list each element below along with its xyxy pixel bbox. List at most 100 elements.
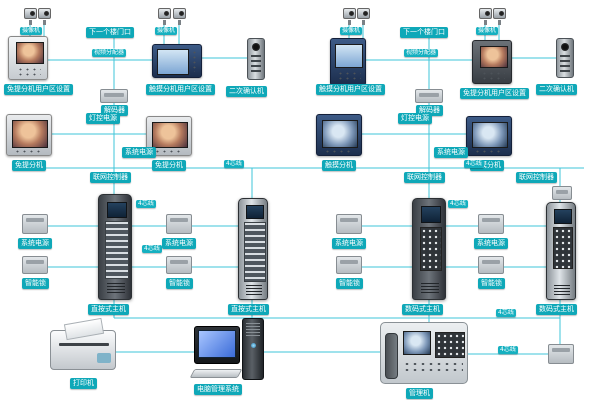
camera-lens-icon	[30, 11, 35, 16]
label-4core-wire: 4芯线	[498, 346, 518, 354]
label-touch-extension: 触摸分机	[322, 160, 356, 171]
host-speaker-grille	[107, 283, 125, 295]
door-speaker-grille	[560, 55, 570, 73]
camera-group-label: 摄像机	[155, 27, 178, 35]
monitor-buttons	[324, 149, 354, 155]
manager-handset	[385, 333, 398, 379]
label-decoder: 解码器	[101, 105, 128, 116]
label-confirm-station: 二次确认机	[536, 84, 577, 95]
smart-lock-box	[166, 256, 192, 274]
label-light-power: 灯控电源	[86, 113, 120, 124]
label-system-power: 系统电源	[18, 238, 52, 249]
door-host-digital	[412, 198, 446, 300]
indoor-monitor-handsfree	[146, 116, 192, 156]
decoder-box	[100, 89, 128, 103]
box-face	[340, 218, 358, 222]
label-4core-wire: 4芯线	[464, 160, 484, 168]
manager-keypad	[435, 332, 465, 358]
confirm-door-station	[556, 38, 574, 78]
label-handsfree-extension: 免提分机	[12, 160, 46, 171]
label-direct-host: 直按式主机	[228, 304, 269, 315]
host-button-panel	[105, 221, 129, 279]
camera-lens-icon	[179, 11, 184, 16]
host-screen	[107, 202, 127, 218]
pc-keyboard	[189, 369, 243, 378]
monitor-buttons	[337, 71, 361, 81]
camera-lens-icon	[499, 11, 504, 16]
label-touch-extension: 触摸分机	[470, 160, 504, 171]
camera-stand	[362, 20, 365, 25]
monitor-screen	[480, 46, 508, 68]
smart-lock-box	[336, 256, 362, 274]
label-network-controller: 联网控制器	[516, 172, 557, 183]
door-host-direct	[238, 198, 268, 300]
camera-stand	[498, 20, 501, 25]
box-face	[26, 218, 44, 222]
label-video-distributor: 视频分配器	[404, 49, 439, 57]
label-system-power: 系统电源	[474, 238, 508, 249]
smart-lock-box	[478, 256, 504, 274]
box-face	[556, 190, 568, 194]
smart-lock-box	[22, 256, 48, 274]
host-speaker-grille	[421, 283, 439, 295]
host-speaker-grille	[554, 285, 570, 296]
monitor-screen	[472, 122, 508, 148]
box-face	[552, 348, 570, 352]
host-keypad	[553, 227, 573, 269]
label-decoder: 解码器	[416, 105, 443, 116]
label-network-controller: 联网控制器	[404, 172, 445, 183]
camera-group-label: 摄像机	[340, 27, 363, 35]
label-manager-station: 管理机	[406, 388, 433, 399]
host-screen	[421, 206, 441, 223]
host-screen	[554, 209, 572, 224]
camera-lens-icon	[485, 11, 490, 16]
monitor-screen	[16, 42, 44, 64]
monitor-buttons	[474, 149, 504, 155]
monitor-buttons	[481, 71, 505, 80]
indoor-monitor-touch	[466, 116, 512, 156]
label-network-controller: 联网控制器	[90, 172, 131, 183]
label-system-power: 系统电源	[162, 238, 196, 249]
door-camera-lens-icon	[252, 43, 260, 51]
system-power-box	[166, 214, 192, 234]
label-printer: 打印机	[70, 378, 97, 389]
camera-stand	[163, 20, 166, 25]
label-pc-management: 电脑管理系统	[194, 384, 242, 395]
label-video-distributor: 视频分配器	[92, 49, 127, 57]
door-host-digital	[546, 202, 576, 300]
box-face	[170, 260, 188, 264]
camera-icon	[357, 8, 370, 25]
label-4core-wire: 4芯线	[142, 245, 162, 253]
label-smart-lock: 智能锁	[336, 278, 363, 289]
door-camera-lens-icon	[561, 43, 569, 51]
monitor-screen	[152, 122, 188, 148]
printer-device	[50, 317, 116, 370]
network-adapter-box	[548, 344, 574, 364]
label-touch-zone-setting: 触摸分机用户区设置	[146, 84, 215, 95]
camera-group-label: 摄像机	[476, 27, 499, 35]
monitor-screen	[157, 49, 189, 75]
label-smart-lock: 智能锁	[478, 278, 505, 289]
box-face	[26, 260, 44, 264]
decoder-face	[104, 93, 124, 97]
monitor-screen	[12, 120, 48, 148]
network-switch-box	[552, 186, 572, 200]
indoor-monitor-handsfree	[6, 114, 52, 156]
label-smart-lock: 智能锁	[166, 278, 193, 289]
system-power-box	[22, 214, 48, 234]
camera-icon	[493, 8, 506, 25]
label-4core-wire: 4芯线	[224, 160, 244, 168]
host-speaker-grille	[246, 285, 262, 296]
door-host-direct	[98, 194, 132, 300]
camera-icon	[38, 8, 51, 25]
label-4core-wire: 4芯线	[448, 200, 468, 208]
camera-stand	[43, 20, 46, 25]
indoor-monitor-touch	[330, 38, 366, 86]
label-confirm-station: 二次确认机	[226, 86, 267, 97]
camera-lens-icon	[164, 11, 169, 16]
monitor-buttons	[154, 149, 184, 155]
pc-screen	[198, 330, 236, 358]
camera-lens-icon	[44, 11, 49, 16]
box-face	[170, 218, 188, 222]
label-direct-host: 直按式主机	[88, 304, 129, 315]
